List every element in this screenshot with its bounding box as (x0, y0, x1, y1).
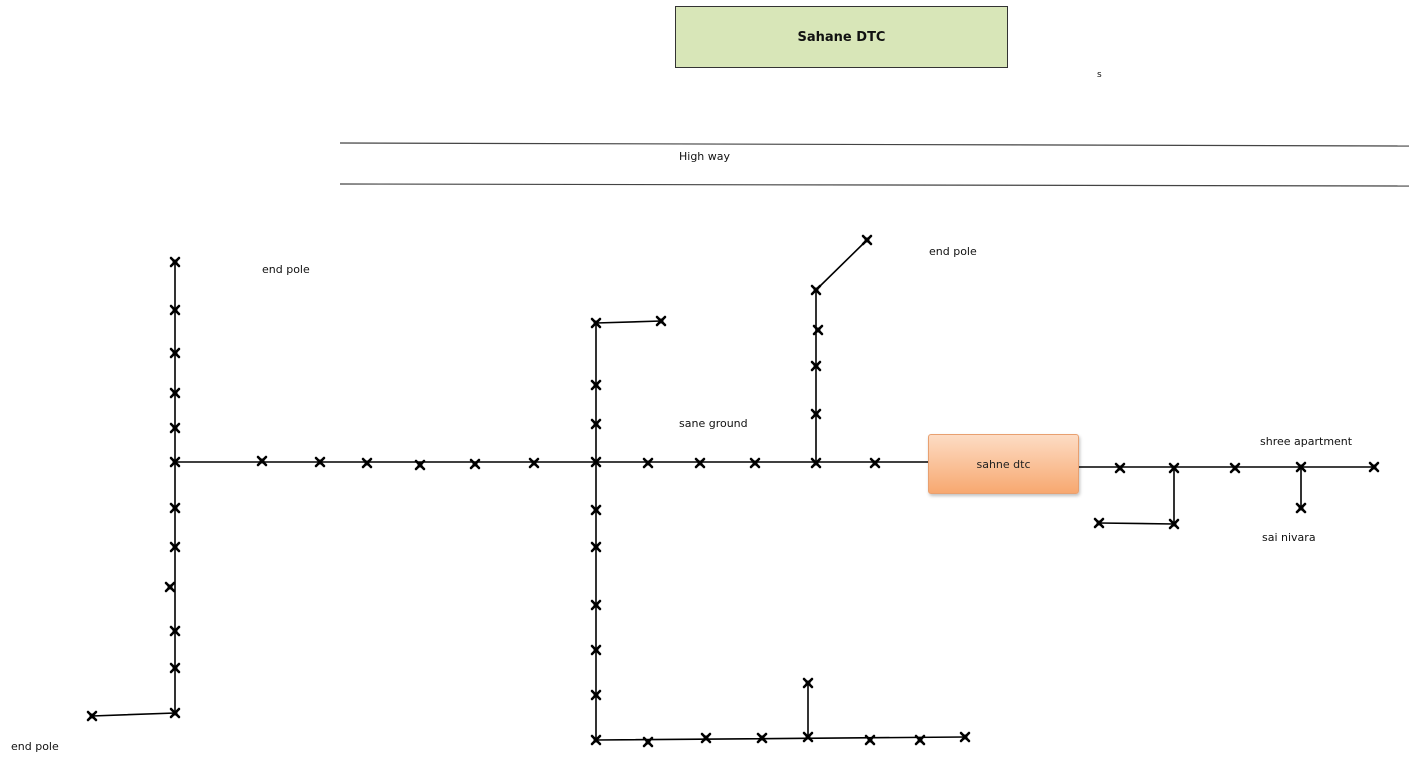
pole-icon (590, 599, 602, 611)
pole-icon (169, 387, 181, 399)
pole-icon (169, 456, 181, 468)
pole-icon (169, 256, 181, 268)
pole-icon (1295, 502, 1307, 514)
pole-icon (914, 734, 926, 746)
pole-icon (169, 541, 181, 553)
pole-icon (169, 625, 181, 637)
pole-icon (810, 284, 822, 296)
pole-icon (802, 677, 814, 689)
shree-apartment-label: shree apartment (1260, 435, 1353, 448)
highway (339, 142, 1409, 187)
pole-icon (169, 707, 181, 719)
end-pole-label: end pole (929, 245, 977, 258)
pole-icon (590, 541, 602, 553)
pole-icon (361, 457, 373, 469)
pole-icon (1229, 462, 1241, 474)
pole-icon (169, 304, 181, 316)
pole-icon (169, 502, 181, 514)
pole-icon (700, 732, 712, 744)
corner-mark: s (1097, 70, 1102, 80)
highway-edge-top (339, 142, 1409, 147)
highway-label: High way (679, 150, 731, 163)
pole-icon (314, 456, 326, 468)
pole-icon (810, 360, 822, 372)
pole-icon (812, 324, 824, 336)
pole-icon (590, 504, 602, 516)
pole-icon (869, 457, 881, 469)
pole-icon (959, 731, 971, 743)
end-pole-label: end pole (11, 740, 59, 753)
pole-icon (642, 736, 654, 748)
pole-icon (1168, 462, 1180, 474)
title-box: Sahane DTC (675, 6, 1008, 68)
pole-icon (1368, 461, 1380, 473)
sai-nivara-label: sai nivara (1262, 531, 1316, 544)
pole-icon (590, 689, 602, 701)
pole-icon (169, 347, 181, 359)
pole-icon (590, 418, 602, 430)
pole-icon (1168, 518, 1180, 530)
pole-icon (861, 234, 873, 246)
feeder-line (595, 320, 662, 324)
pole-icon (655, 315, 667, 327)
poles (86, 234, 1380, 748)
pole-icon (694, 457, 706, 469)
pole-icon (810, 457, 822, 469)
pole-icon (590, 644, 602, 656)
pole-icon (469, 458, 481, 470)
pole-icon (169, 662, 181, 674)
feeder-lines (91, 239, 1374, 741)
pole-icon (749, 457, 761, 469)
pole-icon (590, 456, 602, 468)
highway-edge-bottom (339, 183, 1409, 187)
feeder-line (91, 260, 176, 717)
pole-icon (590, 379, 602, 391)
diagram-title: Sahane DTC (797, 29, 886, 45)
pole-icon (1114, 462, 1126, 474)
sane-ground-label: sane ground (679, 417, 748, 430)
pole-icon (1295, 461, 1307, 473)
pole-icon (169, 422, 181, 434)
pole-icon (414, 459, 426, 471)
pole-icon (590, 734, 602, 746)
end-pole-label: end pole (262, 263, 310, 276)
pole-icon (756, 732, 768, 744)
feeder-line (815, 239, 868, 462)
pole-icon (590, 317, 602, 329)
pole-icon (810, 408, 822, 420)
pole-icon (256, 455, 268, 467)
pole-icon (642, 457, 654, 469)
pole-icon (802, 731, 814, 743)
pole-icon (528, 457, 540, 469)
feeder-line (595, 323, 966, 741)
pole-icon (864, 734, 876, 746)
feeder-line (1098, 467, 1175, 525)
dtc-box: sahne dtc (928, 434, 1079, 494)
pole-icon (86, 710, 98, 722)
dtc-label: sahne dtc (976, 457, 1031, 471)
pole-icon (1093, 517, 1105, 529)
pole-icon (164, 581, 176, 593)
